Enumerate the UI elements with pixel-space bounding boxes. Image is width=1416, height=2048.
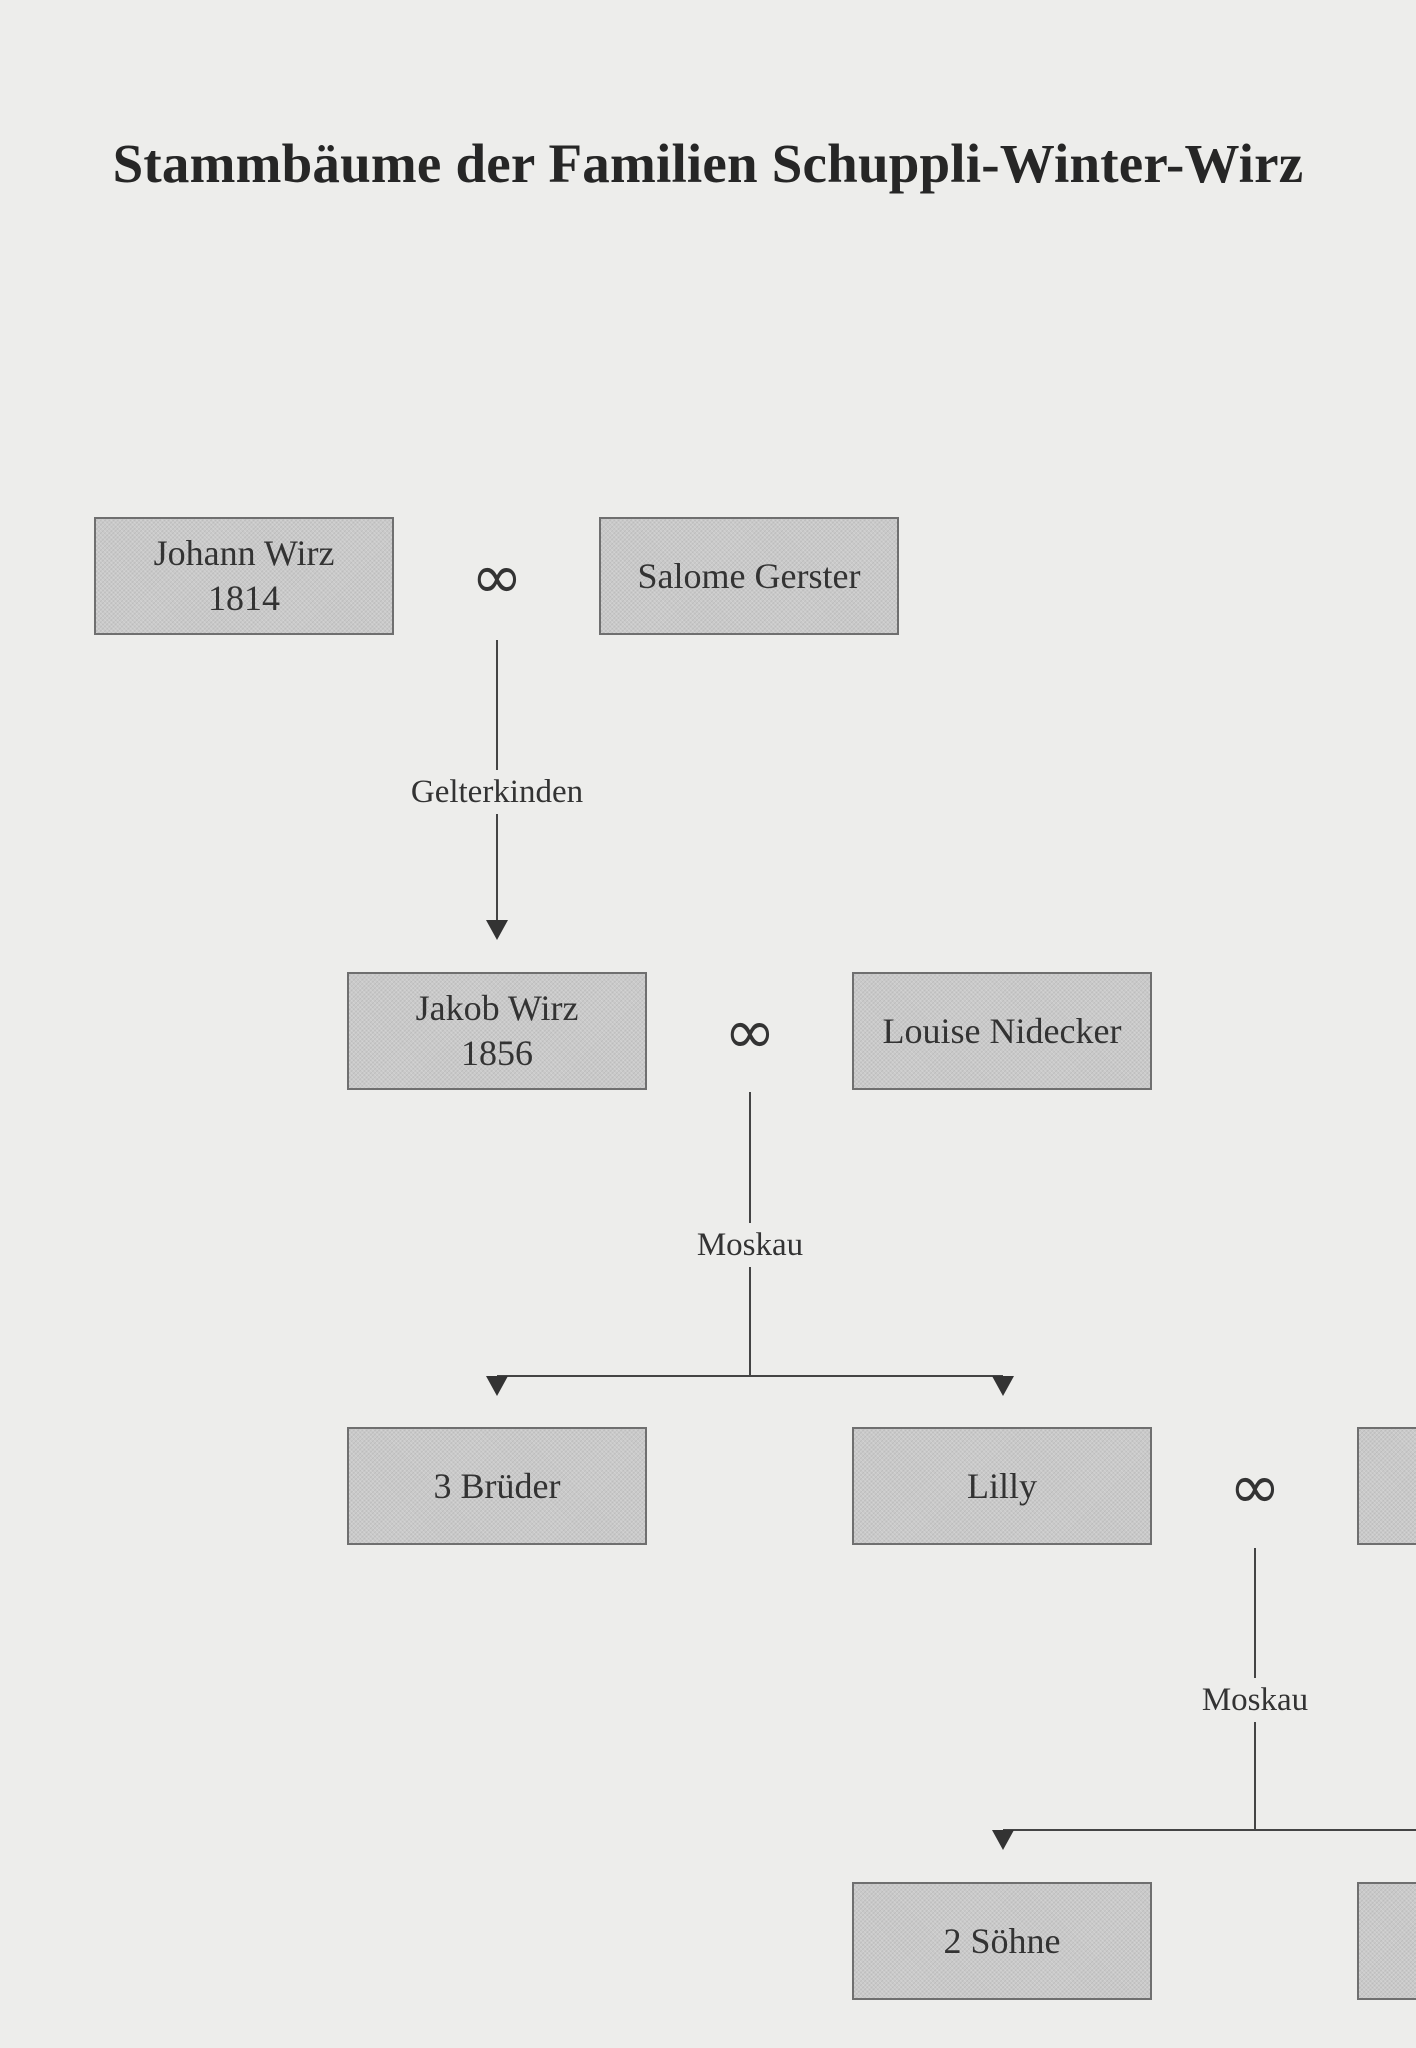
person-box-2-soehne: 2 Söhne bbox=[852, 1882, 1152, 2000]
arrowhead-brueder bbox=[486, 1376, 508, 1396]
person-box-louise-nidecker: Louise Nidecker bbox=[852, 972, 1152, 1090]
person-box-salome-gerster: Salome Gerster bbox=[599, 517, 899, 635]
page-title: Stammbäume der Familien Schuppli-Winter-… bbox=[112, 133, 1304, 194]
person-box-3-brueder: 3 Brüder bbox=[347, 1427, 647, 1545]
arrowhead-soehne bbox=[992, 1830, 1014, 1850]
place-label-gen1: Gelterkinden bbox=[367, 770, 627, 814]
arrowhead-jakob bbox=[486, 920, 508, 940]
person-box-sibling-cropped bbox=[1357, 1882, 1416, 2000]
person-name: Lilly bbox=[967, 1465, 1037, 1506]
person-name: Jakob Wirz bbox=[415, 988, 579, 1028]
place-label-gen2: Moskau bbox=[620, 1223, 880, 1267]
person-name: Salome Gerster bbox=[637, 555, 861, 596]
person-name: 2 Söhne bbox=[943, 1920, 1061, 1961]
person-year: 1856 bbox=[461, 1033, 533, 1073]
place-label-gen3: Moskau bbox=[1125, 1678, 1385, 1722]
person-name: Louise Nidecker bbox=[882, 1010, 1122, 1051]
marriage-symbol-gen3: ∞ bbox=[1229, 1450, 1281, 1523]
person-box-johann-wirz: Johann Wirz 1814 bbox=[94, 517, 394, 635]
marriage-symbol-gen2: ∞ bbox=[724, 995, 776, 1068]
person-name: 3 Brüder bbox=[433, 1465, 561, 1506]
person-box-spouse-cropped bbox=[1357, 1427, 1416, 1545]
person-box-lilly: Lilly bbox=[852, 1427, 1152, 1545]
arrowhead-lilly bbox=[992, 1376, 1014, 1396]
marriage-symbol-gen1: ∞ bbox=[471, 540, 523, 613]
person-box-jakob-wirz: Jakob Wirz 1856 bbox=[347, 972, 647, 1090]
person-year: 1814 bbox=[208, 578, 280, 618]
person-name: Johann Wirz bbox=[153, 533, 335, 573]
